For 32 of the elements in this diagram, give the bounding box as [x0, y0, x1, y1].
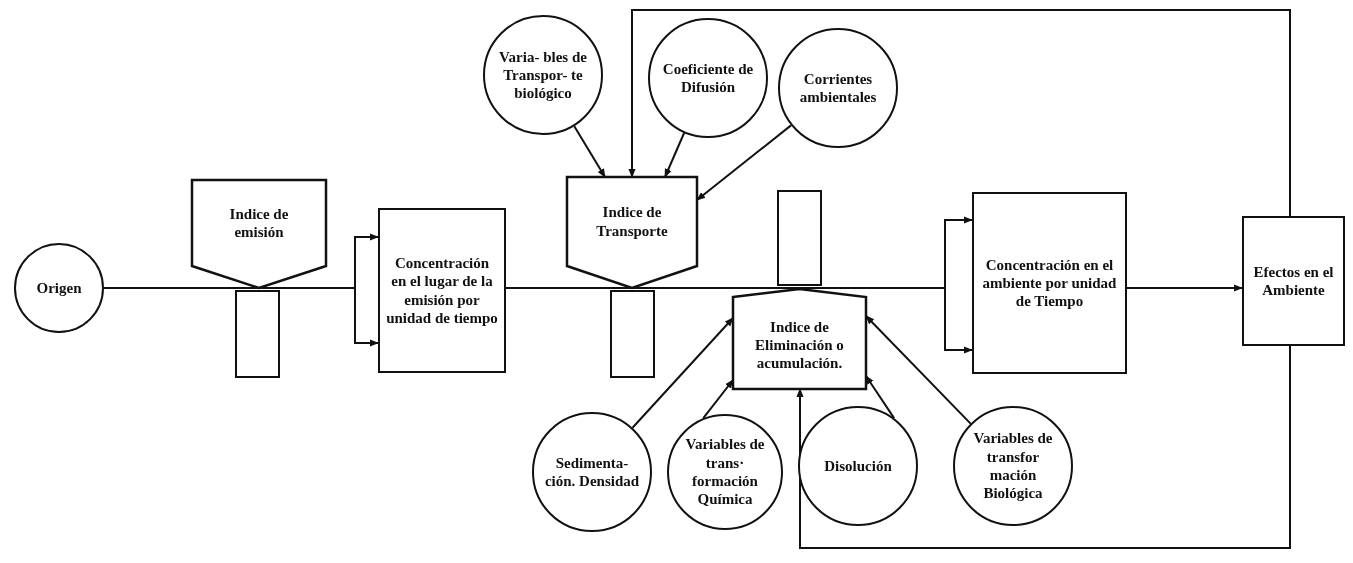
node-label: Varia- bles de Transpor- te biológico [498, 47, 588, 103]
process-box [1242, 216, 1345, 346]
process-box [378, 208, 506, 373]
arrow [796, 345, 1291, 549]
empty-box [610, 290, 655, 378]
node-label: Sedimenta- ción. Densidad [544, 453, 640, 491]
node-label: Indice de Eliminación o acumulación. [754, 317, 845, 373]
arrow [103, 233, 379, 347]
arrow [628, 9, 1291, 217]
node-label: Efectos en el Ambiente [1252, 262, 1335, 300]
node-label: Variables de transfor mación Biológica [972, 429, 1054, 503]
arrow [573, 125, 606, 178]
process-box [972, 192, 1127, 374]
node-label: Concentración en el ambiente por unidad de Tiempo [982, 255, 1117, 311]
node-label: Corrientes ambientales [798, 69, 878, 107]
empty-box [777, 190, 822, 286]
valve-box [192, 180, 326, 288]
arrow [664, 132, 686, 178]
arrow [702, 379, 734, 420]
arrow [505, 216, 973, 354]
node-label: Indice de emisión [228, 204, 290, 242]
valve-box [567, 177, 697, 288]
arrow [631, 317, 734, 429]
node-label: Variables de trans· formación Química [684, 435, 766, 509]
node-label: Coeficiente de Difusión [661, 59, 755, 97]
node-label: Disolución [824, 456, 892, 476]
arrow [1126, 284, 1243, 292]
node-label: Origen [36, 278, 82, 298]
valve-box [733, 289, 866, 389]
node-label: Indice de Transporte [595, 203, 669, 240]
empty-box [235, 290, 280, 378]
node-label: Concentración en el lugar de la emisión por unidad de tiempo [386, 253, 498, 328]
